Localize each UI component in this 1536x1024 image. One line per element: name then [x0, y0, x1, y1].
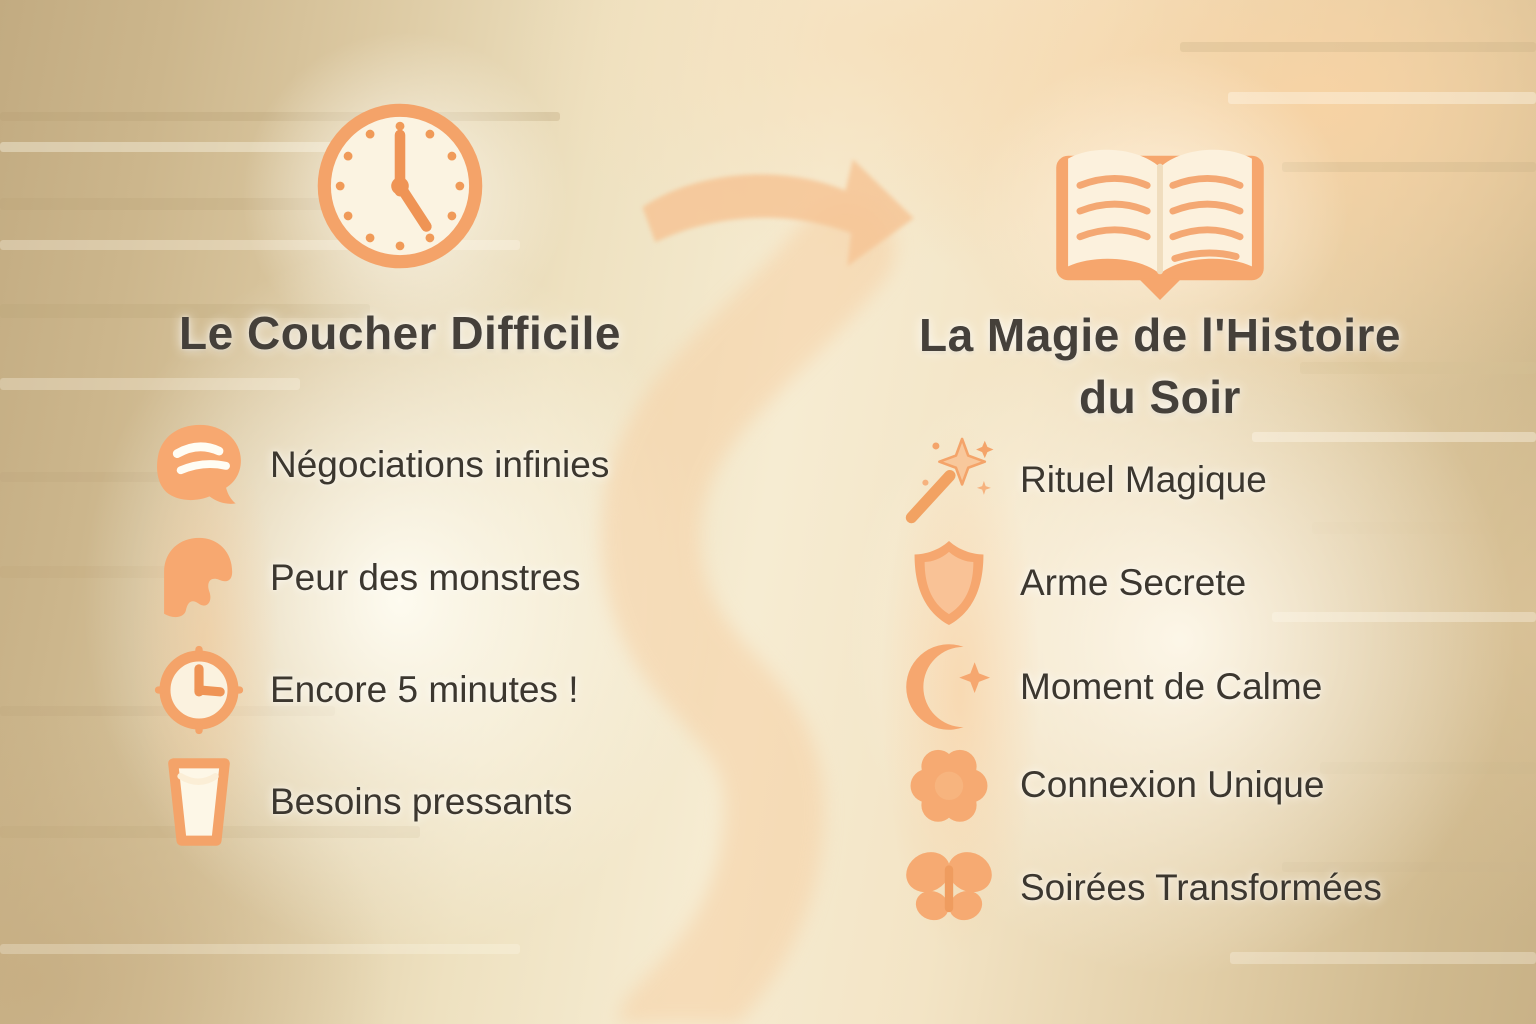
list-item-label: Peur des monstres [270, 557, 581, 598]
right-title-line1: La Magie de l'Histoire [918, 309, 1402, 361]
shield-icon [898, 535, 1000, 631]
list-item: Besoins pressants [148, 752, 572, 852]
list-item: Négociations infinies [148, 415, 609, 515]
list-item: Moment de Calme [898, 637, 1322, 737]
background-streak [0, 112, 560, 121]
butterfly-icon [898, 842, 1000, 934]
list-item-label: Connexion Unique [1020, 764, 1325, 805]
list-item-label: Rituel Magique [1020, 459, 1267, 500]
speech-bubble-icon [148, 417, 250, 513]
background-streak [0, 198, 430, 210]
background-streak [0, 944, 520, 954]
list-item: Encore 5 minutes ! [148, 640, 578, 740]
monster-icon [148, 529, 250, 627]
background-streak [1272, 612, 1536, 622]
background-streak [1180, 42, 1536, 52]
clock-icon [312, 98, 488, 274]
list-item: Arme Secrete [898, 533, 1246, 633]
background-streak [1312, 522, 1536, 534]
water-glass-icon [148, 756, 250, 848]
list-item: Peur des monstres [148, 528, 581, 628]
list-item: Soirées Transformées [898, 838, 1382, 938]
background-streak [0, 142, 470, 152]
list-item-label: Besoins pressants [270, 781, 573, 822]
list-item-label: Soirées Transformées [1020, 867, 1382, 908]
background-streak [1228, 92, 1536, 104]
background-streak [1282, 162, 1536, 172]
clock-small-icon [148, 644, 250, 736]
background-streak [1320, 762, 1536, 774]
list-item-label: Arme Secrete [1020, 562, 1247, 603]
background-streak [1230, 952, 1536, 964]
flower-icon [898, 739, 1000, 831]
list-item-label: Négociations infinies [270, 444, 610, 485]
background-streak [1252, 432, 1536, 442]
right-column-title: La Magie de l'Histoire du Soir [868, 304, 1452, 428]
magic-wand-icon [898, 432, 1000, 528]
crescent-moon-icon [898, 640, 1000, 734]
list-item: Rituel Magique [898, 430, 1267, 530]
list-item-label: Moment de Calme [1020, 666, 1323, 707]
arrow-right-icon [642, 159, 914, 267]
background-streak [0, 378, 300, 390]
list-item: Connexion Unique [898, 735, 1324, 835]
list-item-label: Encore 5 minutes ! [270, 669, 579, 710]
right-title-line2: du Soir [1079, 371, 1241, 423]
open-book-icon [1042, 132, 1278, 300]
background-streak [0, 240, 520, 250]
left-column-title: Le Coucher Difficile [179, 307, 621, 359]
